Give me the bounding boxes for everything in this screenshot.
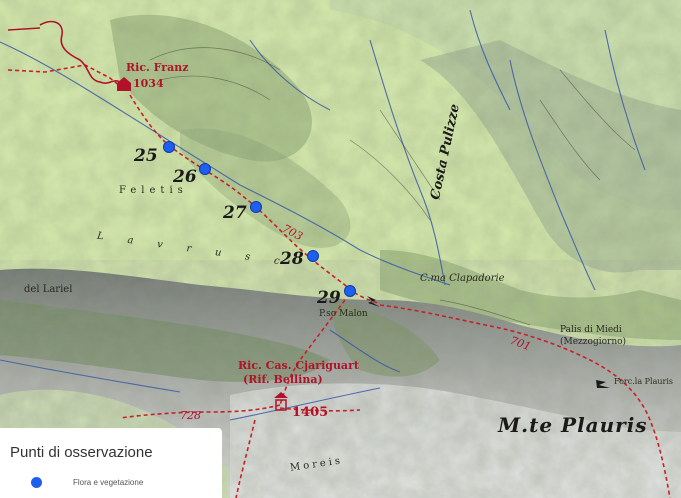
observation-point-28-label: 28 <box>280 249 304 269</box>
hut-markers <box>117 77 288 411</box>
observation-point-28-marker[interactable] <box>307 250 319 262</box>
observation-point-29-marker[interactable] <box>344 285 356 297</box>
mezzogiorno-label: (Mezzogiorno) <box>560 337 627 347</box>
legend-item-label: Flora e vegetazione <box>73 478 144 487</box>
trail-728-label: 728 <box>180 409 201 422</box>
rif-bellina-label: (Rif. Bellina) <box>243 373 323 386</box>
forcella-plauris-label: Forc.la Plauris <box>614 377 673 386</box>
observation-point-27-marker[interactable] <box>250 201 262 213</box>
ric-franz-label: Ric. Franz <box>126 61 189 74</box>
blue-dot-icon <box>31 477 42 488</box>
legend-title: Punti di osservazione <box>10 444 153 461</box>
observation-point-27-label: 27 <box>223 203 247 223</box>
observation-point-29-label: 29 <box>317 288 341 308</box>
del-lariel-label: del Lariel <box>24 284 73 295</box>
observation-point-25-label: 25 <box>134 146 158 166</box>
feletis-label: Feletis <box>119 185 188 196</box>
cma-clapadorie-label: C.ma Clapadorie <box>420 273 505 284</box>
palis-di-miedi-label: Palis di Miedi <box>560 325 622 335</box>
monte-plauris-label: M.te Plauris <box>498 413 648 437</box>
observation-point-25-marker[interactable] <box>163 141 175 153</box>
observation-point-26-marker[interactable] <box>199 163 211 175</box>
pso-malon-label: P.so Malon <box>319 309 368 319</box>
ric-franz-altitude: 1034 <box>133 77 164 90</box>
ric-cas-cjariguart-label: Ric. Cas. Cjariguart <box>238 359 359 372</box>
observation-point-26-label: 26 <box>173 167 197 187</box>
ric-cas-altitude: 1405 <box>292 405 329 420</box>
